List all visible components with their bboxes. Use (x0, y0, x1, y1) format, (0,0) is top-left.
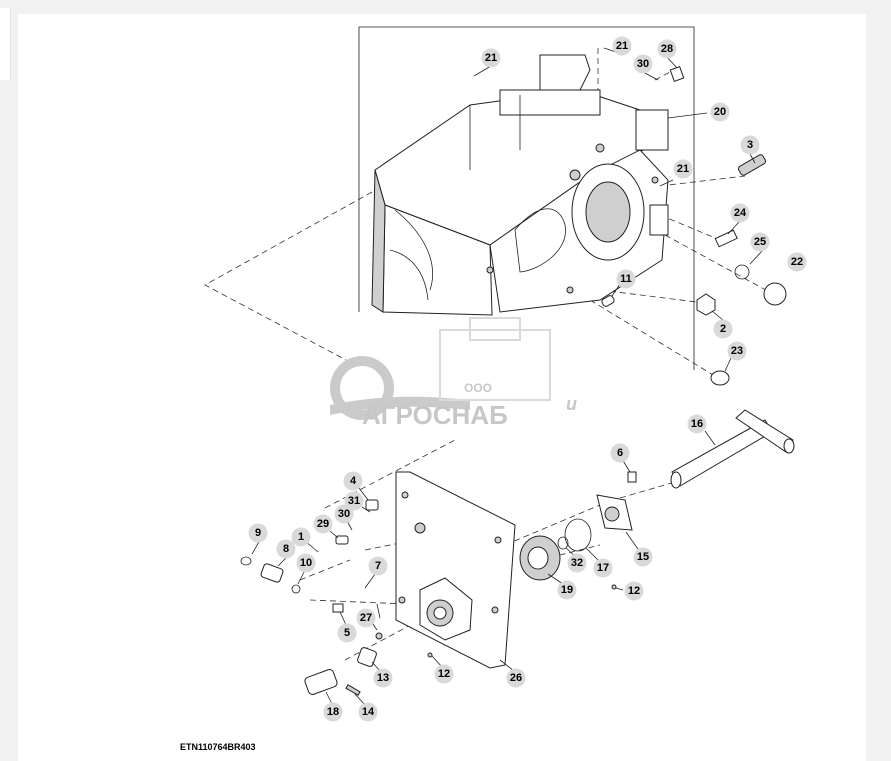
callout-11: 11 (616, 269, 636, 289)
watermark-brand: АГРОСНАБ (362, 400, 508, 430)
callout-number: 11 (620, 273, 632, 285)
callout-number: 6 (617, 447, 623, 459)
callout-number: 2 (720, 323, 726, 335)
callout-6: 6 (610, 443, 630, 463)
callout-8: 8 (276, 539, 296, 559)
callout-20: 20 (710, 102, 730, 122)
callout-3: 3 (740, 135, 760, 155)
callout-number: 22 (791, 256, 803, 268)
callout-number: 4 (350, 475, 357, 487)
leader-lines (251, 47, 763, 707)
callout-number: 18 (327, 706, 339, 718)
callout-number: 12 (438, 668, 450, 680)
callout-27: 27 (356, 608, 376, 628)
callout-30: 30 (334, 504, 354, 524)
callout-number: 30 (637, 58, 649, 70)
callout-number: 7 (375, 560, 381, 572)
pipe-flange (596, 494, 633, 531)
callout-10: 10 (296, 553, 316, 573)
group-frame (358, 26, 695, 370)
pump-gear (519, 535, 561, 581)
callout-12: 12 (624, 581, 644, 601)
callout-number: 32 (571, 557, 583, 569)
callout-24: 24 (730, 203, 750, 223)
figure-code: ETN110764BR403 (180, 742, 256, 752)
callout-number: 20 (714, 106, 726, 118)
callout-number: 8 (283, 543, 289, 555)
callout-29: 29 (313, 514, 333, 534)
callout-15: 15 (633, 547, 653, 567)
o-ring-small (557, 536, 569, 550)
callout-number: 16 (691, 418, 703, 430)
callout-19: 19 (557, 580, 577, 600)
watermark-prefix: ООО (464, 381, 492, 395)
callout-number: 3 (747, 139, 753, 151)
callout-9: 9 (248, 523, 268, 543)
callout-30: 30 (633, 54, 653, 74)
upper-loose-parts (601, 66, 787, 386)
callout-32: 32 (567, 553, 587, 573)
suction-pipe (670, 409, 795, 489)
callout-number: 13 (377, 672, 389, 684)
callout-number: 28 (661, 43, 673, 55)
callout-12: 12 (434, 664, 454, 684)
callout-number: 23 (731, 345, 743, 357)
pump-housing (419, 577, 473, 641)
callout-number: 26 (510, 672, 522, 684)
callout-number: 15 (637, 551, 649, 563)
callout-number: 29 (317, 518, 329, 530)
callout-number: 1 (298, 531, 304, 543)
callout-number: 10 (300, 557, 312, 569)
callout-number: 21 (485, 52, 497, 64)
callout-1: 1 (291, 527, 311, 547)
callout-13: 13 (373, 668, 393, 688)
callout-14: 14 (358, 702, 378, 722)
callout-21: 21 (612, 36, 632, 56)
callout-number: 21 (616, 40, 628, 52)
callout-number: 24 (734, 207, 747, 219)
callout-2: 2 (713, 319, 733, 339)
cover-plate (395, 471, 516, 669)
o-ring-large (564, 518, 592, 552)
callout-23: 23 (727, 341, 747, 361)
projection-lines-upper (204, 48, 776, 379)
callout-26: 26 (506, 668, 526, 688)
callout-21: 21 (481, 48, 501, 68)
callout-17: 17 (593, 558, 613, 578)
callout-number: 12 (628, 585, 640, 597)
callout-number: 14 (362, 706, 375, 718)
callout-number: 30 (338, 508, 350, 520)
callout-16: 16 (687, 414, 707, 434)
callout-number: 27 (360, 612, 372, 624)
callout-number: 31 (348, 495, 360, 507)
callout-5: 5 (337, 623, 357, 643)
callout-25: 25 (750, 232, 770, 252)
bolt-6 (627, 471, 637, 483)
lower-loose-parts (240, 499, 617, 696)
callout-21: 21 (673, 159, 693, 179)
callout-number: 5 (344, 627, 350, 639)
callout-22: 22 (787, 252, 807, 272)
callout-number: 17 (597, 562, 609, 574)
callout-18: 18 (323, 702, 343, 722)
callout-number: 21 (677, 163, 689, 175)
callout-7: 7 (368, 556, 388, 576)
callout-31: 31 (344, 491, 364, 511)
callout-4: 4 (343, 471, 363, 491)
watermark-logo: ООО АГРОСНАБ и (330, 317, 577, 430)
callout-number: 25 (754, 236, 766, 248)
callout-28: 28 (657, 39, 677, 59)
side-panel (0, 8, 11, 80)
callout-number: 19 (561, 584, 573, 596)
watermark-suffix: и (566, 394, 577, 414)
callout-number: 9 (255, 527, 261, 539)
